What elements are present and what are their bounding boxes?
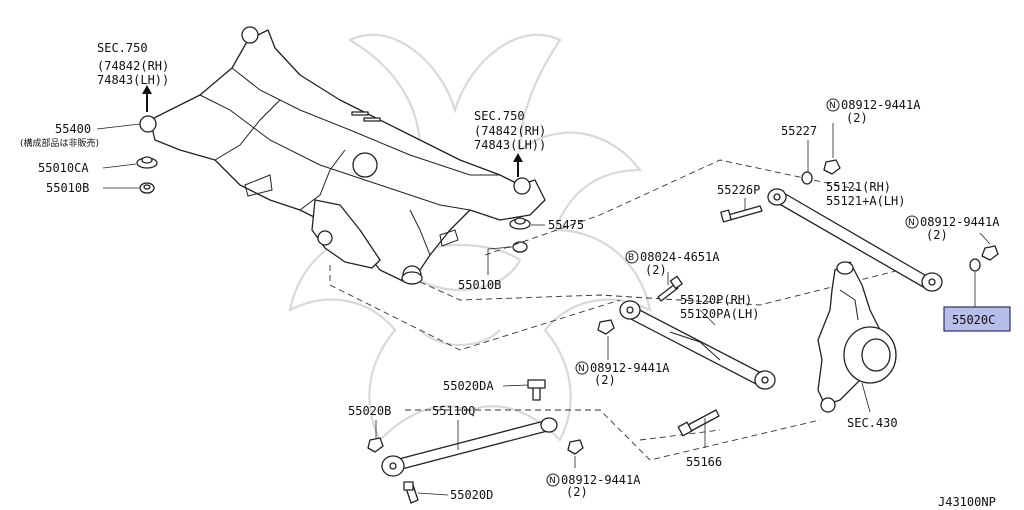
nut-symbol-letter: N bbox=[908, 218, 915, 228]
label-sec750-left: SEC.750 bbox=[97, 41, 148, 55]
part-55020da-bolt[interactable] bbox=[527, 379, 546, 401]
label-55475[interactable]: 55475 bbox=[548, 218, 584, 232]
label-55020d[interactable]: 55020D bbox=[450, 488, 493, 502]
part-55475-washer[interactable] bbox=[509, 217, 531, 230]
nut-symbol-icon bbox=[575, 361, 589, 375]
label-55400[interactable]: 55400 bbox=[55, 122, 91, 136]
part-55226p-bolt[interactable] bbox=[720, 205, 763, 223]
label-55166[interactable]: 55166 bbox=[686, 455, 722, 469]
label-55400-note: (構成部品は非販売) bbox=[20, 137, 99, 149]
label-nut-top-qty: (2) bbox=[846, 111, 868, 125]
part-55010ca-washer[interactable] bbox=[136, 156, 158, 169]
label-nut-mid[interactable]: 08912-9441A bbox=[920, 215, 1000, 229]
label-nut-low-qty: (2) bbox=[594, 373, 616, 387]
part-55227-washer[interactable] bbox=[801, 171, 813, 185]
part-55120p-lower-link[interactable] bbox=[619, 300, 776, 390]
rear-subframe[interactable] bbox=[139, 26, 546, 285]
label-55010b-right[interactable]: 55010B bbox=[458, 278, 501, 292]
part-55010b-nut[interactable] bbox=[139, 182, 155, 194]
label-55120p-rh[interactable]: 55120P(RH) bbox=[680, 293, 752, 307]
label-55226p[interactable]: 55226P bbox=[717, 183, 760, 197]
part-55020b-nut[interactable] bbox=[367, 437, 384, 453]
label-sec430[interactable]: SEC.430 bbox=[847, 416, 898, 430]
label-55010ca[interactable]: 55010CA bbox=[38, 161, 89, 175]
nut-mid[interactable] bbox=[981, 245, 999, 261]
nut-lower[interactable] bbox=[597, 319, 615, 335]
label-bolt-08024-qty: (2) bbox=[645, 263, 667, 277]
arrow-up-icon bbox=[142, 85, 152, 112]
label-sec750-left-lh: 74843(LH)) bbox=[97, 73, 169, 87]
nut-symbol-icon bbox=[546, 473, 560, 487]
nut-symbol-icon bbox=[826, 98, 840, 112]
label-55120pa-lh[interactable]: 55120PA(LH) bbox=[680, 307, 759, 321]
label-55227[interactable]: 55227 bbox=[781, 124, 817, 138]
label-nut-bot[interactable]: 08912-9441A bbox=[561, 473, 641, 487]
label-55020da[interactable]: 55020DA bbox=[443, 379, 494, 393]
nut-symbol-letter: N bbox=[829, 101, 836, 111]
nut-symbol-icon bbox=[905, 215, 919, 229]
part-55121-upper-link[interactable] bbox=[767, 188, 943, 292]
part-55020c-washer[interactable] bbox=[969, 258, 981, 272]
part-labels: SEC.750 (74842(RH) 74843(LH)) 55400 (構成部… bbox=[20, 41, 1011, 509]
part-55010b-nut-right[interactable] bbox=[512, 241, 528, 253]
label-55020c[interactable]: 55020C bbox=[952, 313, 995, 327]
part-55020d-bolt[interactable] bbox=[403, 481, 419, 504]
label-bolt-08024[interactable]: 08024-4651A bbox=[640, 250, 720, 264]
bolt-symbol-icon bbox=[625, 250, 639, 264]
label-nut-top[interactable]: 08912-9441A bbox=[841, 98, 921, 112]
label-55020b[interactable]: 55020B bbox=[348, 404, 391, 418]
label-55110q[interactable]: 55110Q bbox=[432, 404, 475, 418]
nut-top[interactable] bbox=[823, 159, 841, 175]
nut-symbol-letter: N bbox=[578, 364, 585, 374]
label-sec750-right-lh: 74843(LH)) bbox=[474, 138, 546, 152]
part-55166-bolt[interactable] bbox=[677, 409, 720, 437]
label-55010b-left[interactable]: 55010B bbox=[46, 181, 89, 195]
label-nut-bot-qty: (2) bbox=[566, 485, 588, 499]
arrow-up-icon bbox=[513, 153, 523, 177]
label-55121a-lh[interactable]: 55121+A(LH) bbox=[826, 194, 905, 208]
nut-symbol-letter: N bbox=[549, 476, 556, 486]
bolt-symbol-letter: B bbox=[628, 253, 634, 263]
part-08024-bolt[interactable] bbox=[657, 275, 683, 302]
rear-knuckle-hub[interactable] bbox=[817, 261, 897, 413]
label-sec750-right-rh: (74842(RH) bbox=[474, 124, 546, 138]
label-sec750-right: SEC.750 bbox=[474, 109, 525, 123]
label-sec750-left-rh: (74842(RH) bbox=[97, 59, 169, 73]
label-55121-rh[interactable]: 55121(RH) bbox=[826, 180, 891, 194]
part-55110q-link[interactable] bbox=[381, 417, 558, 477]
label-nut-mid-qty: (2) bbox=[926, 228, 948, 242]
diagram-code: J43100NP bbox=[938, 495, 996, 509]
nut-bottom[interactable] bbox=[567, 439, 584, 455]
leader-lines bbox=[96, 123, 991, 496]
label-nut-low[interactable]: 08912-9441A bbox=[590, 361, 670, 375]
highlight-55020c[interactable] bbox=[943, 306, 1011, 332]
